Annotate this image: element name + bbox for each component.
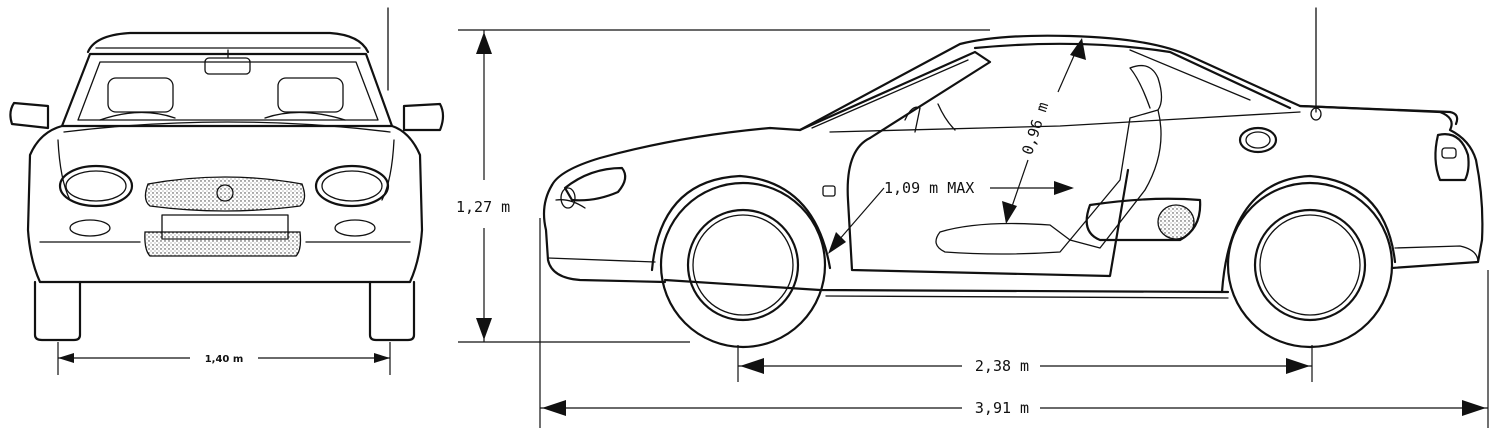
side-windshield [798, 50, 992, 140]
rear-wheel-arch [1220, 174, 1397, 294]
front-bumper [542, 183, 667, 284]
side-vent [1085, 197, 1202, 242]
front-roof-outline [86, 31, 370, 54]
seat-cushion [935, 222, 1071, 255]
fog-light-left [69, 219, 111, 237]
rear-tire [1226, 181, 1394, 349]
seat-back [1069, 109, 1162, 249]
wheelbase-label: 2,38 m [975, 357, 1029, 375]
fog-light-right [334, 219, 376, 237]
height-label: 1,27 m [456, 198, 510, 216]
beltline [829, 111, 1301, 133]
height-dimension: 1,27 m [456, 29, 990, 343]
side-body-outline [550, 34, 1484, 270]
door-opening-label: 1,09 m MAX [884, 179, 974, 197]
door-opening-dimension: 1,09 m MAX [828, 179, 1074, 254]
side-mirror-right [402, 102, 445, 132]
door-outline [846, 136, 1130, 278]
wheelbase-dimension: 2,38 m [737, 345, 1313, 382]
headroom-label: 0,96 m [1018, 100, 1052, 157]
headlight-left [58, 164, 134, 208]
front-grille [144, 176, 306, 212]
fuel-cap [1238, 126, 1278, 154]
rear-spoiler [1298, 104, 1459, 126]
air-intake-grille [1157, 204, 1195, 240]
front-tire [659, 181, 827, 349]
side-mirror-left [9, 101, 50, 130]
front-wheel-arch [650, 174, 832, 272]
front-seat-right [277, 77, 344, 113]
length-dimension: 3,91 m [539, 218, 1489, 428]
side-headlight [563, 166, 627, 202]
rear-wheel-rim [1253, 208, 1367, 322]
side-sill [663, 278, 1230, 294]
front-tire-left [33, 280, 82, 342]
front-track-label: 1,40 m [205, 354, 244, 365]
front-view: 1,40 m [9, 7, 445, 375]
rearview-mirror [204, 57, 251, 75]
door-handle [822, 185, 836, 197]
side-view [542, 7, 1484, 349]
hardtop [973, 42, 1292, 110]
front-tire-right [368, 280, 416, 342]
headlight-right [314, 164, 390, 208]
front-wheel-rim [686, 208, 800, 322]
front-seat-left [107, 77, 174, 113]
headroom-dimension: 0,96 m [1002, 38, 1086, 224]
rear-lamp [1434, 133, 1470, 182]
lower-intake [144, 231, 302, 257]
length-label: 3,91 m [975, 399, 1029, 417]
front-body-outline [26, 124, 424, 284]
